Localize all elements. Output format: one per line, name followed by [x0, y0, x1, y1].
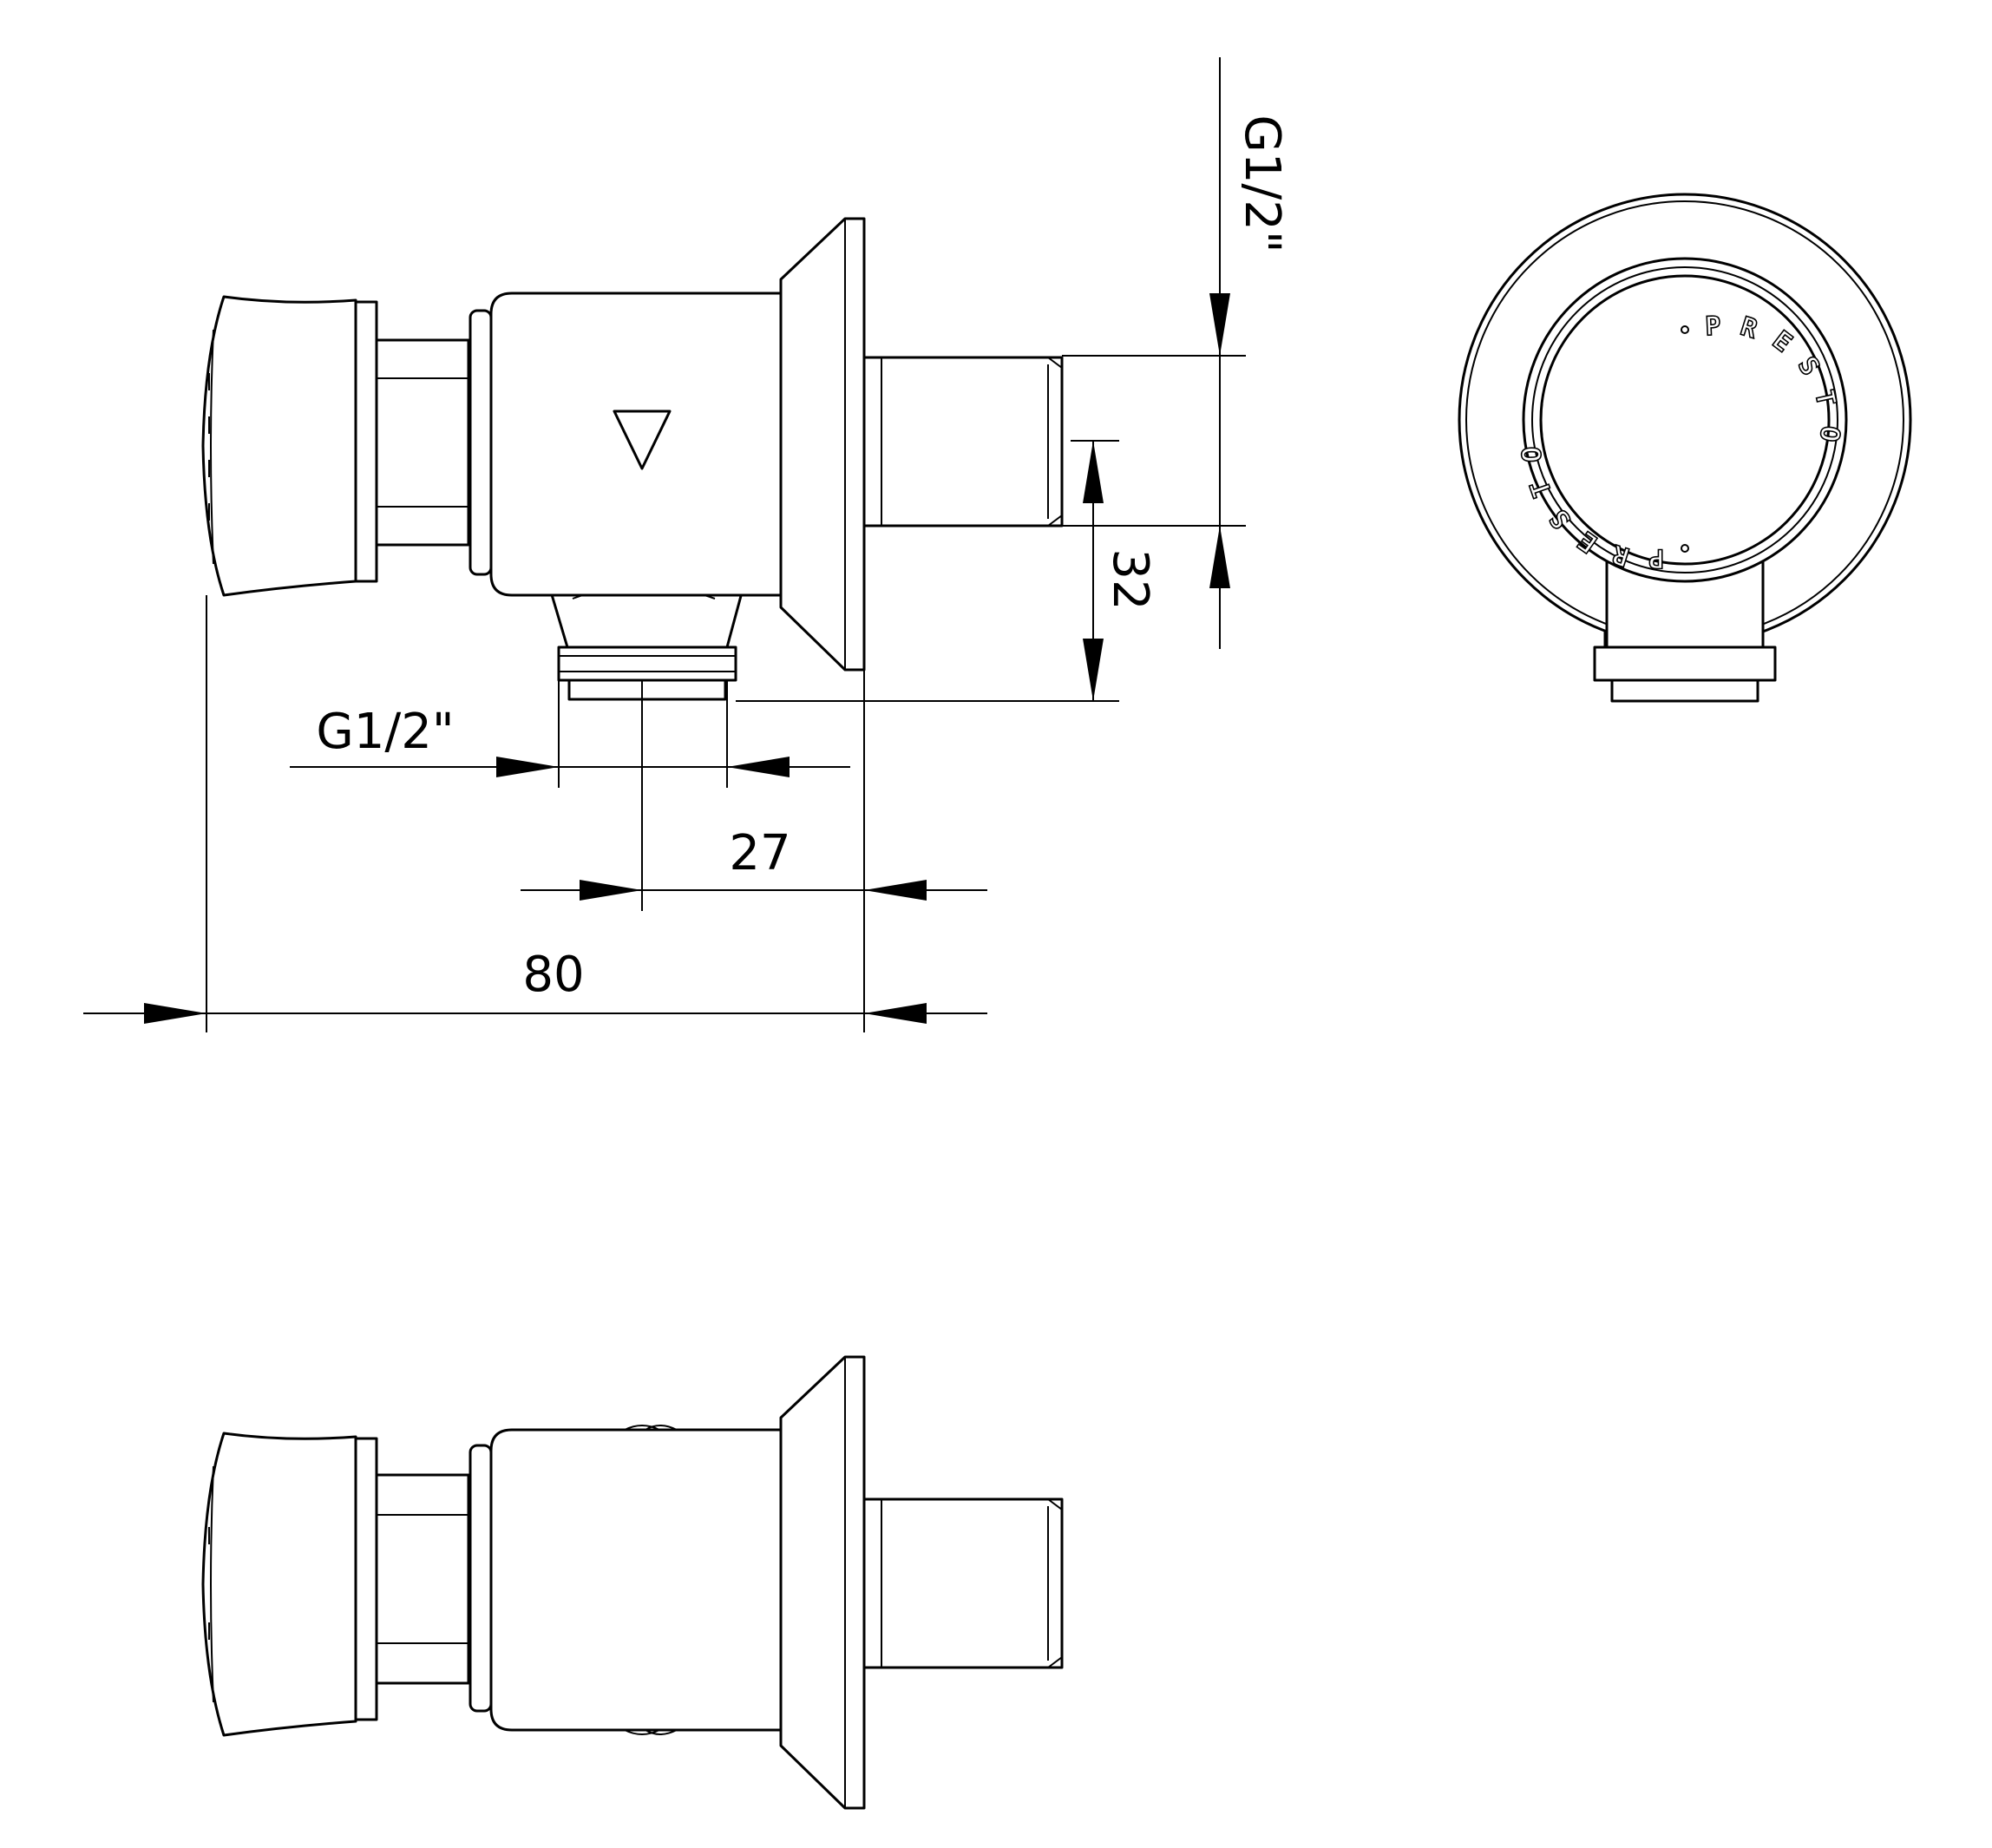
dimension-offset-27: 27 — [729, 825, 790, 881]
flow-direction-icon — [613, 410, 672, 470]
push-button-bottom — [201, 1432, 357, 1737]
dimension-height-32: 32 — [1102, 548, 1158, 610]
push-button — [201, 295, 357, 597]
dimension-outlet-thread: G1/2" — [316, 704, 454, 760]
dimension-length-80: 80 — [522, 947, 584, 1003]
collar — [469, 309, 493, 576]
wall-flange-bottom — [779, 1355, 866, 1810]
valve-body-bottom — [489, 1428, 783, 1732]
button-face — [1539, 274, 1831, 566]
spindle-bottom — [375, 1473, 470, 1685]
button-ring — [354, 300, 378, 583]
spindle — [375, 338, 470, 547]
dimension-inlet-thread: G1/2" — [1234, 115, 1290, 252]
threaded-inlet-bottom — [862, 1497, 1064, 1669]
threaded-inlet — [862, 356, 1064, 528]
side-view — [201, 217, 1064, 701]
top-view — [201, 1355, 1064, 1810]
dimension-lines — [83, 57, 1246, 1032]
outlet-nut — [557, 645, 737, 682]
front-view: PRESTO PRESTO — [1458, 193, 1912, 703]
wall-flange — [779, 217, 866, 672]
